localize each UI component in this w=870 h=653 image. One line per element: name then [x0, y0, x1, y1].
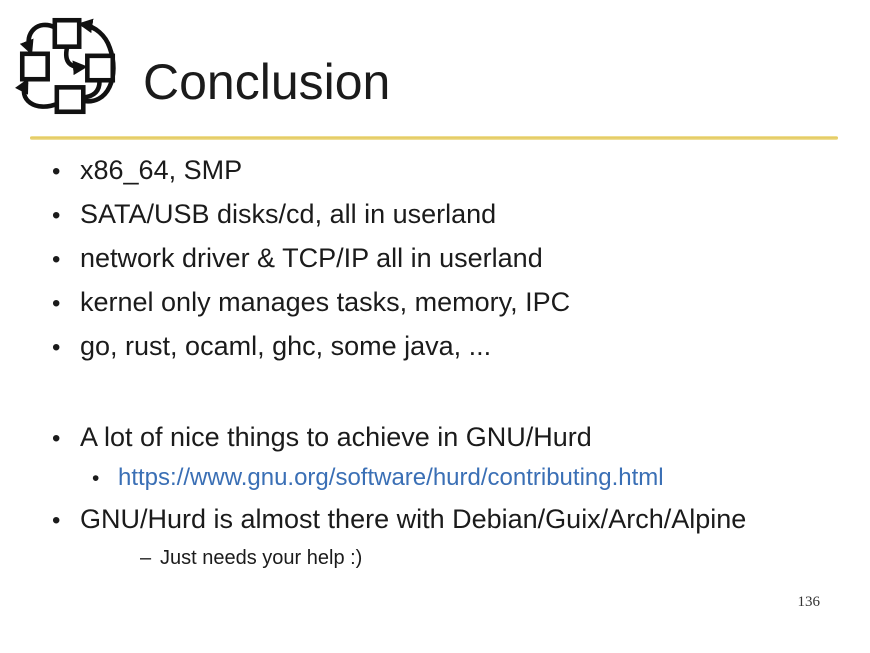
bullet-item: • x86_64, SMP: [52, 154, 242, 188]
title-accent-rule: [30, 136, 838, 140]
contributing-link[interactable]: https://www.gnu.org/software/hurd/contri…: [118, 464, 664, 491]
bullet-marker: •: [52, 246, 61, 273]
bullet-text: x86_64, SMP: [80, 155, 243, 185]
bullet-text: go, rust, ocaml, ghc, some java, ...: [80, 331, 492, 361]
bullet-marker: •: [52, 425, 61, 452]
bullet-item-link: • https://www.gnu.org/software/hurd/cont…: [92, 464, 664, 493]
bullet-marker: •: [52, 507, 61, 534]
bullet-text: kernel only manages tasks, memory, IPC: [80, 287, 571, 317]
bullet-text: GNU/Hurd is almost there with Debian/Gui…: [80, 504, 747, 534]
dash-marker: –: [140, 547, 152, 569]
bullet-item: • GNU/Hurd is almost there with Debian/G…: [52, 503, 746, 537]
bullet-marker: •: [52, 334, 61, 361]
hurd-boxes-logo-icon: [14, 6, 120, 126]
bullet-text: Just needs your help :): [160, 547, 363, 569]
bullet-text: SATA/USB disks/cd, all in userland: [80, 199, 497, 229]
bullet-item: • A lot of nice things to achieve in GNU…: [52, 421, 592, 455]
bullet-item: • go, rust, ocaml, ghc, some java, ...: [52, 330, 491, 364]
bullet-text: network driver & TCP/IP all in userland: [80, 243, 543, 273]
bullet-marker: •: [92, 467, 100, 490]
bullet-marker: •: [52, 202, 61, 229]
bullet-item: • SATA/USB disks/cd, all in userland: [52, 198, 496, 232]
bullet-text: A lot of nice things to achieve in GNU/H…: [80, 422, 592, 452]
bullet-item: • network driver & TCP/IP all in userlan…: [52, 242, 543, 276]
bullet-marker: •: [52, 290, 61, 317]
slide-title: Conclusion: [143, 54, 391, 110]
bullet-item: – Just needs your help :): [140, 546, 362, 570]
bullet-marker: •: [52, 158, 61, 185]
page-number: 136: [797, 594, 821, 610]
bullet-item: • kernel only manages tasks, memory, IPC: [52, 286, 570, 320]
